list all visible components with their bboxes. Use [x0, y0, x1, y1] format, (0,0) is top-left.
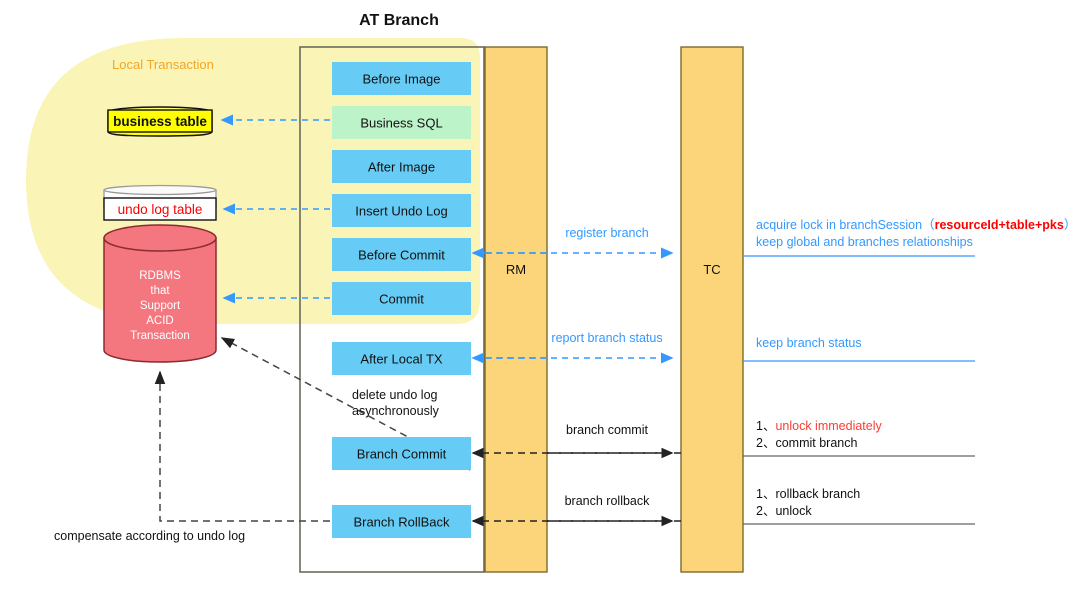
branch-step-label: Insert Undo Log — [355, 204, 448, 219]
branch-step-label: Commit — [379, 292, 424, 307]
tc-note-report-line1: keep branch status — [756, 336, 862, 350]
tc-note-rollback-line1: 1、rollback branch — [756, 487, 860, 501]
branch-step[interactable]: Branch RollBack — [332, 505, 471, 538]
svg-text:that: that — [150, 285, 170, 297]
annotation-delete-undo-log-line1: delete undo log — [352, 388, 438, 402]
branch-step-label: After Image — [368, 160, 435, 175]
flow-label-branch-rollback: branch rollback — [565, 494, 651, 508]
branch-step-label: Branch RollBack — [353, 515, 450, 530]
undo-log-table-store — [103, 184, 217, 221]
tc-note-commit-red: unlock immediately — [775, 419, 882, 433]
tc-note-commit-num: 1、 — [756, 419, 775, 433]
tc-note-register-line2: keep global and branches relationships — [756, 235, 973, 249]
branch-step[interactable]: Before Image — [332, 62, 471, 95]
page-title: AT Branch — [359, 12, 439, 29]
branch-step-label: Before Commit — [358, 248, 445, 263]
business-table-store — [107, 106, 213, 137]
connector-delete-undo-log-async — [220, 337, 471, 471]
branch-step[interactable]: Branch Commit — [332, 437, 471, 470]
tc-note-register-line1-red: resourceId+table+pks — [935, 218, 1064, 232]
branch-step[interactable]: Before Commit — [332, 238, 471, 271]
svg-text:ACID: ACID — [146, 315, 173, 327]
svg-text:1、unlock immediately: 1、unlock immediately — [756, 419, 882, 433]
tc-note-register-paren-close: ） — [1064, 218, 1077, 232]
connector-compensate-undo-log — [154, 370, 330, 522]
rm-column — [484, 46, 548, 573]
tc-note-register-paren-open: （ — [922, 218, 935, 232]
svg-text:Transaction: Transaction — [130, 330, 190, 342]
tc-column — [680, 46, 744, 573]
tc-note-rollback-line2: 2、unlock — [756, 504, 812, 518]
svg-text:acquire lock in branchSession（: acquire lock in branchSession（resourceId… — [756, 218, 1076, 232]
undo-log-table-label: undo log table — [118, 202, 203, 217]
tc-note-register-branch: acquire lock in branchSession（resourceId… — [756, 218, 1076, 249]
branch-step[interactable]: Insert Undo Log — [332, 194, 471, 227]
tc-note-branch-rollback: 1、rollback branch 2、unlock — [756, 487, 860, 518]
rm-label: RM — [506, 262, 526, 277]
annotation-compensate: compensate according to undo log — [54, 529, 245, 543]
local-transaction-label: Local Transaction — [112, 57, 214, 72]
flow-label-report-branch-status: report branch status — [551, 331, 662, 345]
flow-label-branch-commit: branch commit — [566, 423, 648, 437]
at-branch-frame — [299, 46, 485, 573]
branch-step-label: Before Image — [362, 72, 440, 87]
rdbms-label: RDBMS that Support ACID Transaction — [130, 270, 190, 342]
tc-note-branch-commit: 1、unlock immediately 2、commit branch — [756, 419, 882, 450]
svg-text:RDBMS: RDBMS — [139, 270, 181, 282]
branch-step-label: Branch Commit — [357, 447, 447, 462]
branch-step[interactable]: Commit — [332, 282, 471, 315]
tc-note-commit-line2: 2、commit branch — [756, 436, 857, 450]
tc-label: TC — [703, 262, 720, 277]
branch-step-label: After Local TX — [360, 352, 442, 367]
svg-text:Support: Support — [140, 300, 181, 312]
annotation-delete-undo-log-line2: asynchronously — [352, 404, 440, 418]
branch-step-list: Before Image Business SQL After Image In… — [332, 62, 471, 538]
flow-label-register-branch: register branch — [565, 226, 648, 240]
branch-step[interactable]: After Image — [332, 150, 471, 183]
business-table-label: business table — [113, 114, 207, 129]
rdbms-cylinder — [103, 224, 217, 363]
tc-note-register-line1-a: acquire lock in branchSession — [756, 218, 922, 232]
db-access-connectors — [220, 114, 330, 304]
branch-step[interactable]: After Local TX — [332, 342, 471, 375]
branch-step-label: Business SQL — [360, 116, 442, 131]
branch-step[interactable]: Business SQL — [332, 106, 471, 139]
